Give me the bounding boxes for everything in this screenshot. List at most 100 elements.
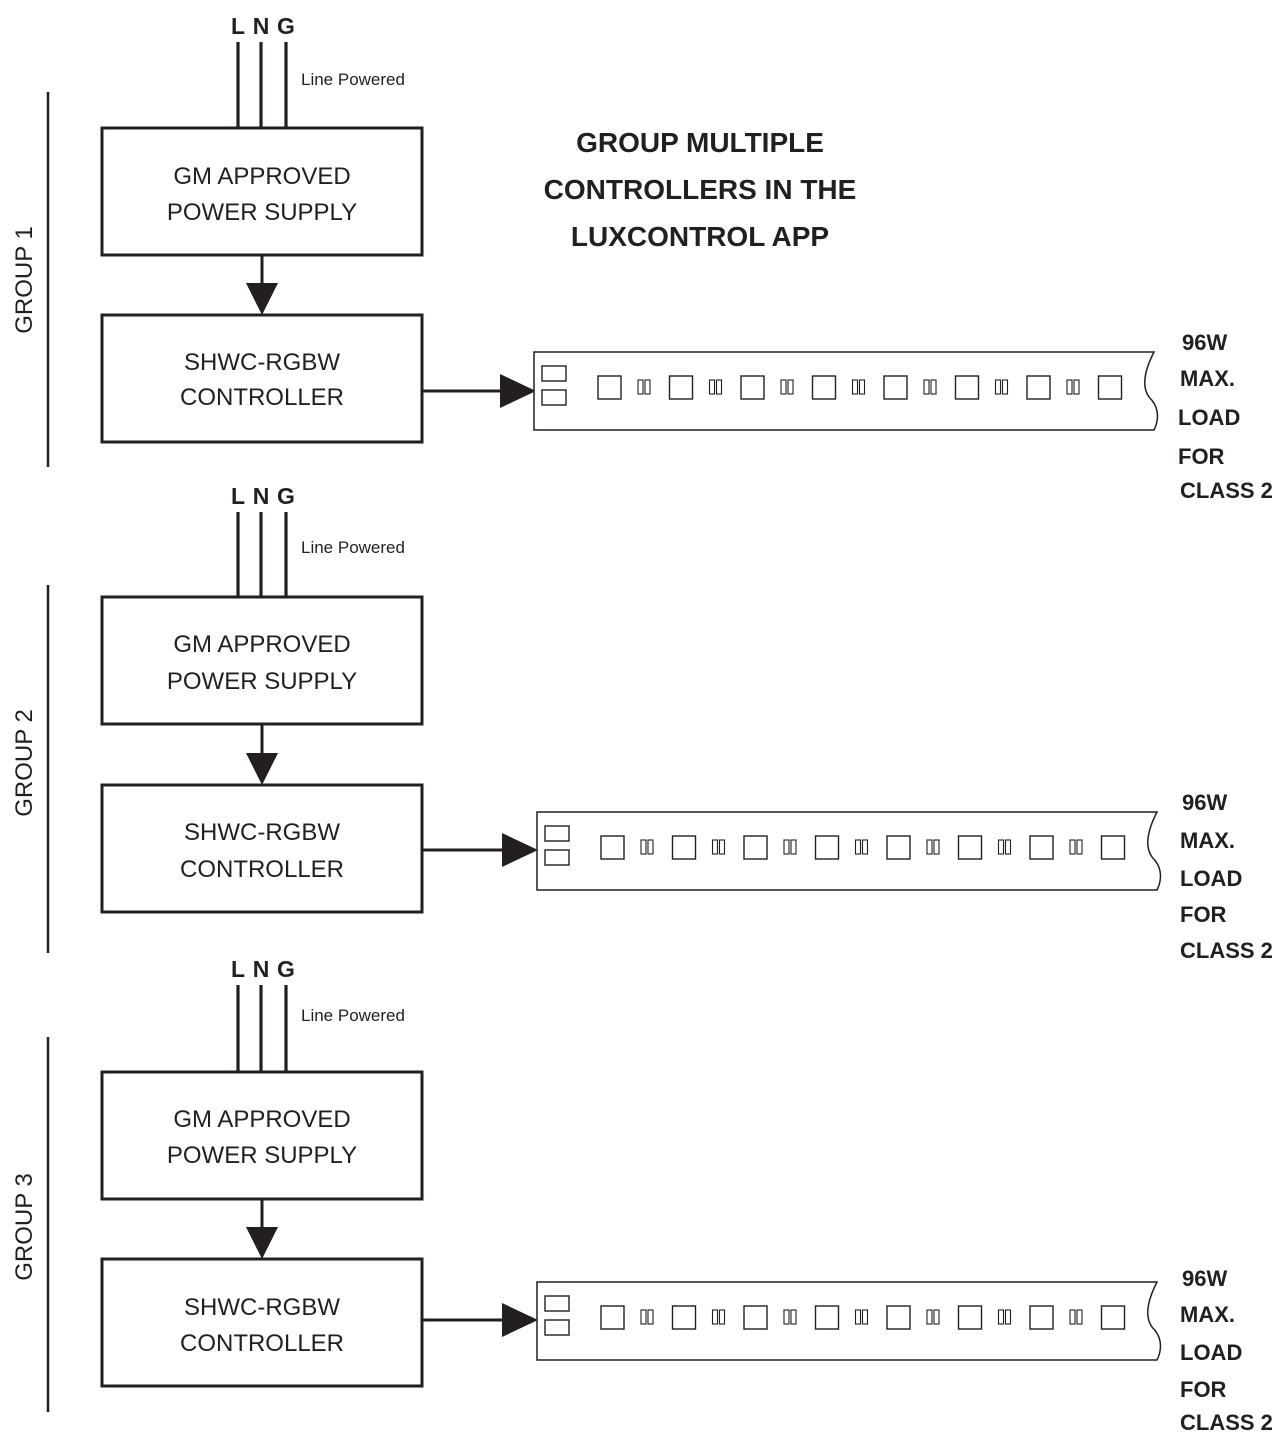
group-3-l-label: L [231, 956, 245, 982]
group-3-controller-box [100, 1257, 424, 1388]
group-1-controller-box [100, 313, 424, 444]
group-3-led-strip-led-chip [886, 1305, 911, 1330]
group-3-led-strip-led-chip [814, 1305, 840, 1330]
group-3-load-line-3: LOAD [1180, 1340, 1242, 1365]
group-2-led-strip [536, 811, 1162, 891]
group-2-led-strip-connector-pad [544, 825, 570, 842]
group-3-led-strip-resistor [640, 1309, 647, 1325]
group-2-load-line-2: MAX. [1180, 828, 1235, 853]
group-1-led-strip-led-chip [954, 375, 980, 400]
group-3-label: GROUP 3 [11, 1173, 38, 1281]
group-2-led-strip-outline [536, 811, 1162, 891]
group-1-led-strip-resistor [780, 379, 787, 395]
group-1-led-strip [533, 351, 1159, 431]
group-1-led-strip-resistor [851, 379, 859, 395]
group-1-led-strip-resistor [644, 379, 651, 395]
group-1-led-strip-led-chip [740, 375, 765, 400]
group-1-led-strip-led-chip [1097, 375, 1123, 400]
group-2-led-strip-resistor [854, 839, 862, 855]
group-1-l-label: L [231, 13, 245, 39]
headline: GROUP MULTIPLE CONTROLLERS IN THE LUXCON… [544, 127, 857, 252]
group-3: GROUP 3 L N G Line Powered GM APPROVED P… [11, 956, 1273, 1433]
group-1-led-strip-led-chip [883, 375, 908, 400]
group-3-n-label: N [253, 956, 270, 982]
group-2-controller-line-1: SHWC-RGBW [184, 819, 340, 846]
group-1-g-label: G [277, 13, 295, 39]
group-2-line-powered-label: Line Powered [301, 538, 405, 557]
group-2-led-strip-led-chip [671, 835, 697, 860]
group-2-led-strip-resistor [790, 839, 797, 855]
group-2-led-strip-resistor [718, 839, 726, 855]
group-2-supply-arrow-head [246, 753, 278, 785]
group-3-led-strip-led-chip [671, 1305, 697, 1330]
group-1-power-supply-line-1: GM APPROVED [173, 163, 350, 190]
group-2-led-strip-resistor [1004, 839, 1012, 855]
group-2-led-strip-led-chip [886, 835, 911, 860]
group-3-load-line-2: MAX. [1180, 1302, 1235, 1327]
group-1-led-strip-resistor [1066, 379, 1073, 395]
group-1-led-strip-resistor [637, 379, 644, 395]
group-2-load-line-5: CLASS 2 [1180, 938, 1273, 963]
group-3-led-strip-resistor [861, 1309, 869, 1325]
group-1-led-strip-resistor [994, 379, 1002, 395]
group-2-led-strip-connector-pad [544, 849, 570, 866]
group-3-led-strip-resistor [933, 1309, 940, 1325]
group-3-led-strip-resistor [783, 1309, 790, 1325]
group-2-led-strip-resistor [926, 839, 933, 855]
group-3-led-strip-resistor [1004, 1309, 1012, 1325]
group-3-power-supply-box [100, 1070, 424, 1201]
group-2-power-supply-line-2: POWER SUPPLY [167, 668, 357, 695]
group-1-led-strip-resistor [1073, 379, 1080, 395]
group-3-led-strip-outline [536, 1281, 1162, 1361]
group-2-label: GROUP 2 [11, 709, 38, 817]
group-3-led-strip-led-chip [600, 1305, 625, 1330]
group-1-led-strip-resistor [858, 379, 866, 395]
headline-line-3: LUXCONTROL APP [571, 221, 829, 252]
group-1-label: GROUP 1 [11, 226, 38, 334]
group-2-led-strip-led-chip [1100, 835, 1126, 860]
group-3-power-supply-line-2: POWER SUPPLY [167, 1142, 357, 1169]
group-2-power-supply-line-1: GM APPROVED [173, 631, 350, 658]
group-2-led-strip-resistor [997, 839, 1005, 855]
group-3-controller-line-1: SHWC-RGBW [184, 1294, 340, 1321]
group-1-led-strip-resistor [1001, 379, 1009, 395]
group-1-led-strip-outline [533, 351, 1159, 431]
group-3-led-strip-resistor [1069, 1309, 1076, 1325]
group-3-led-strip-resistor [790, 1309, 797, 1325]
group-1-led-strip-led-chip [1026, 375, 1051, 400]
group-2-led-strip-led-chip [743, 835, 768, 860]
group-1-led-strip-led-chip [811, 375, 837, 400]
group-1-controller-line-1: SHWC-RGBW [184, 349, 340, 376]
group-3-supply-arrow-head [246, 1227, 278, 1259]
group-1-led-strip-led-chip [668, 375, 694, 400]
group-3-led-strip-resistor [854, 1309, 862, 1325]
group-2-output-arrow-head [502, 833, 538, 867]
group-1-load-line-5: CLASS 2 [1180, 478, 1273, 503]
group-2-g-label: G [277, 483, 295, 509]
group-2-led-strip-resistor [711, 839, 719, 855]
group-1-supply-arrow-head [246, 283, 278, 315]
group-3-led-strip-resistor [1076, 1309, 1083, 1325]
group-1-line-powered-label: Line Powered [301, 70, 405, 89]
group-3-g-label: G [277, 956, 295, 982]
group-3-led-strip-resistor [711, 1309, 719, 1325]
group-2-n-label: N [253, 483, 270, 509]
group-2-controller-box [100, 783, 424, 914]
group-1-led-strip-resistor [930, 379, 937, 395]
group-1-controller-line-2: CONTROLLER [180, 384, 344, 411]
group-1-load-line-2: MAX. [1180, 366, 1235, 391]
group-2-l-label: L [231, 483, 245, 509]
group-2-controller-line-2: CONTROLLER [180, 856, 344, 883]
group-2-led-strip-resistor [1069, 839, 1076, 855]
group-3-line-powered-label: Line Powered [301, 1006, 405, 1025]
group-1-led-strip-led-chip [597, 375, 622, 400]
group-2-led-strip-led-chip [957, 835, 983, 860]
group-2-led-strip-resistor [647, 839, 654, 855]
group-1-power-supply-box [100, 126, 424, 257]
group-3-led-strip-connector-pad [544, 1319, 570, 1336]
group-3-led-strip-resistor [997, 1309, 1005, 1325]
group-3-load-line-4: FOR [1180, 1377, 1227, 1402]
group-1: GROUP 1 L N G Line Powered GM APPROVED P… [11, 13, 1273, 503]
group-3-led-strip [536, 1281, 1162, 1361]
